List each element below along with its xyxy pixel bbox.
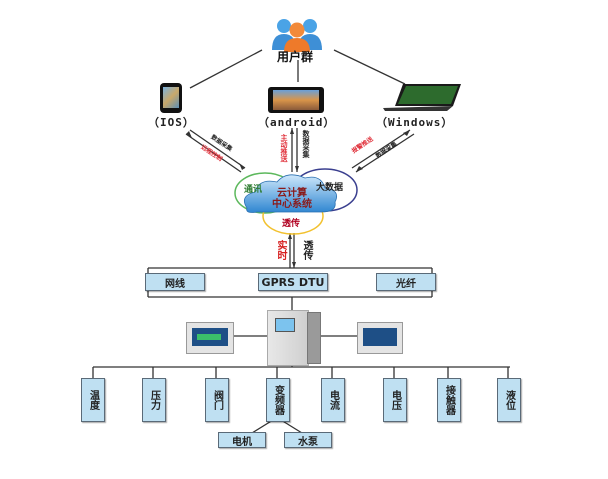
windows-link-arrow-down bbox=[355, 133, 415, 173]
sensor-current: 电流 bbox=[321, 378, 345, 422]
cloud-label-big-data: 大数据 bbox=[316, 183, 344, 193]
sensor-pressure: 压力 bbox=[142, 378, 166, 422]
vfd-motor: 电机 bbox=[218, 432, 266, 448]
sensor-contactor: 接触器 bbox=[437, 378, 461, 422]
right-controller-module bbox=[357, 322, 403, 354]
cloud-label-transparent: 透传 bbox=[282, 219, 301, 229]
sensor-level: 液位 bbox=[497, 378, 521, 422]
ios-link-arrow-up bbox=[185, 133, 242, 173]
left-controller-module bbox=[186, 322, 234, 354]
sensor-temperature: 温度 bbox=[81, 378, 105, 422]
device-label-ios: （IOS） bbox=[148, 116, 195, 129]
sensor-valve: 阀门 bbox=[205, 378, 229, 422]
cloud-label-communication: 通讯 bbox=[244, 185, 263, 195]
windows-link-arrow-up bbox=[351, 129, 411, 169]
transport-gprs-dtu: GPRS DTU bbox=[258, 273, 328, 291]
cloud-title-line1: 云计算 bbox=[277, 188, 307, 199]
iphone-icon bbox=[160, 83, 182, 113]
user-windows-line bbox=[333, 49, 406, 85]
control-cabinet bbox=[267, 308, 321, 366]
cloud-title-line2: 中心系统 bbox=[272, 199, 312, 210]
user-group-label: 用户群 bbox=[277, 50, 314, 64]
user-ios-line bbox=[189, 49, 263, 89]
android-link-label-down: 主动推送 bbox=[280, 134, 288, 162]
uplink-label-realtime: 实时 bbox=[275, 240, 286, 260]
user-group bbox=[262, 16, 332, 52]
android-link-label-up: 数据采集 bbox=[302, 130, 310, 158]
android-tablet-icon bbox=[268, 87, 324, 113]
user-group-icon bbox=[272, 19, 322, 52]
laptop-icon bbox=[383, 82, 463, 112]
sensor-voltage: 电压 bbox=[383, 378, 407, 422]
vfd-pump: 水泵 bbox=[284, 432, 332, 448]
device-label-windows: （Windows） bbox=[376, 116, 454, 129]
sensor-vfd: 变频器 bbox=[266, 378, 290, 422]
transport-ethernet: 网线 bbox=[145, 273, 205, 291]
cloud-title: 云计算 中心系统 bbox=[262, 188, 322, 210]
device-label-android: （android） bbox=[258, 116, 336, 129]
transport-fiber: 光纤 bbox=[376, 273, 436, 291]
cloud-computing-center bbox=[234, 168, 358, 235]
cloud-icon bbox=[243, 174, 338, 213]
uplink-label-transparent: 透传 bbox=[301, 240, 312, 260]
ios-link-arrow-down bbox=[189, 129, 246, 169]
